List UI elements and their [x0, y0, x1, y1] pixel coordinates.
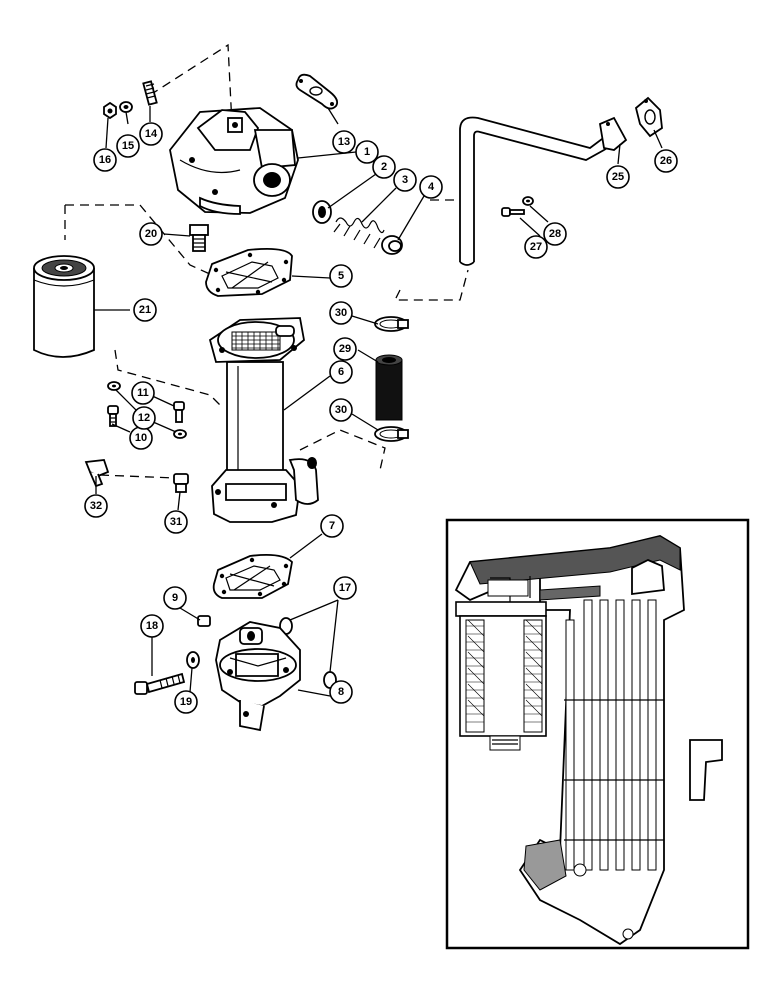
plug-9 [197, 615, 211, 627]
hose-29 [375, 354, 403, 421]
callout-1: 1 [355, 140, 379, 164]
hose-clamp-30-lower [374, 426, 409, 442]
callout-26: 26 [654, 149, 678, 173]
callout-20: 20 [139, 222, 163, 246]
callout-4: 4 [419, 175, 443, 199]
assembly-dash-lines [64, 43, 500, 479]
callout-9: 9 [163, 586, 187, 610]
callout-11: 11 [131, 381, 155, 405]
callout-6-label: 6 [338, 366, 344, 378]
callout-15: 15 [116, 134, 140, 158]
callout-30-upper-label: 30 [335, 307, 347, 319]
callout-29: 29 [333, 337, 357, 361]
callout-13-label: 13 [338, 136, 350, 148]
callout-10: 10 [129, 426, 153, 450]
callout-15-label: 15 [122, 140, 134, 152]
callout-28-label: 28 [549, 228, 561, 240]
fitting-32 [84, 459, 110, 488]
callout-6: 6 [329, 360, 353, 384]
callout-4-label: 4 [428, 181, 435, 193]
callout-21-label: 21 [139, 304, 151, 316]
plug-31 [173, 473, 189, 493]
callout-20-label: 20 [145, 228, 157, 240]
callout-31: 31 [164, 510, 188, 534]
bolt-27 [501, 207, 525, 217]
callout-1-label: 1 [364, 146, 370, 158]
callout-25-label: 25 [612, 171, 624, 183]
bolt-10 [107, 405, 119, 427]
washer-28 [522, 196, 534, 206]
gasket-7 [212, 553, 293, 599]
callout-25: 25 [606, 165, 630, 189]
callout-26-label: 26 [660, 155, 672, 167]
callout-31-label: 31 [170, 516, 182, 528]
core-grid [231, 331, 281, 351]
callout-19: 19 [174, 690, 198, 714]
callout-29-label: 29 [339, 343, 351, 355]
seal-2 [312, 200, 332, 224]
gasket-5 [205, 247, 293, 297]
callout-2: 2 [372, 155, 396, 179]
washer-19 [186, 651, 200, 669]
spring-3 [333, 217, 385, 249]
callout-14: 14 [139, 122, 163, 146]
callout-30-lower: 30 [329, 398, 353, 422]
callout-10-label: 10 [135, 432, 147, 444]
callout-5: 5 [329, 264, 353, 288]
callout-17-label: 17 [339, 582, 351, 594]
callout-8-label: 8 [338, 686, 344, 698]
callout-3-label: 3 [402, 174, 408, 186]
callout-21: 21 [133, 298, 157, 322]
callout-28: 28 [543, 222, 567, 246]
callout-18-label: 18 [146, 620, 158, 632]
oil-cooler-body-6 [208, 317, 319, 523]
bolt-11 [173, 401, 185, 423]
gasket-13 [295, 73, 339, 110]
callout-2-label: 2 [381, 161, 387, 173]
cutaway-inset-panel [445, 518, 750, 950]
callout-9-label: 9 [172, 592, 178, 604]
oil-tube-25 [459, 116, 628, 266]
callout-32: 32 [84, 494, 108, 518]
washer-15 [119, 101, 133, 113]
callout-18: 18 [140, 614, 164, 638]
callout-30-lower-label: 30 [335, 404, 347, 416]
hose-clamp-30-upper [374, 316, 409, 332]
callout-19-label: 19 [180, 696, 192, 708]
filter-canister-21 [33, 255, 95, 358]
stud-14 [142, 80, 158, 106]
callout-12: 12 [132, 406, 156, 430]
callout-5-label: 5 [338, 270, 344, 282]
callout-16: 16 [93, 148, 117, 172]
washer-12a [107, 381, 121, 391]
callout-7-label: 7 [329, 520, 335, 532]
cooler-base-8 [215, 621, 301, 732]
callout-17: 17 [333, 576, 357, 600]
callouts: 1 2 3 4 5 6 7 8 9 10 11 12 13 14 15 16 1… [84, 122, 678, 714]
fitting-20 [189, 224, 209, 252]
callout-14-label: 14 [145, 128, 158, 140]
nut-16 [103, 101, 117, 120]
callout-16-label: 16 [99, 154, 111, 166]
callout-8: 8 [329, 680, 353, 704]
callout-12-label: 12 [138, 412, 150, 424]
callout-13: 13 [332, 130, 356, 154]
callout-27-label: 27 [530, 241, 542, 253]
cutaway-illustration [454, 535, 723, 946]
callout-3: 3 [393, 168, 417, 192]
leader-lines [94, 106, 663, 697]
washer-12b [173, 429, 187, 439]
callout-11-label: 11 [137, 387, 149, 399]
callout-27: 27 [524, 235, 548, 259]
plug-4 [381, 235, 403, 255]
callout-7: 7 [320, 514, 344, 538]
callout-30-upper: 30 [329, 301, 353, 325]
gasket-26 [634, 96, 663, 138]
callout-32-label: 32 [90, 500, 102, 512]
filter-head-housing-1 [169, 107, 299, 215]
bolt-18 [134, 672, 186, 695]
